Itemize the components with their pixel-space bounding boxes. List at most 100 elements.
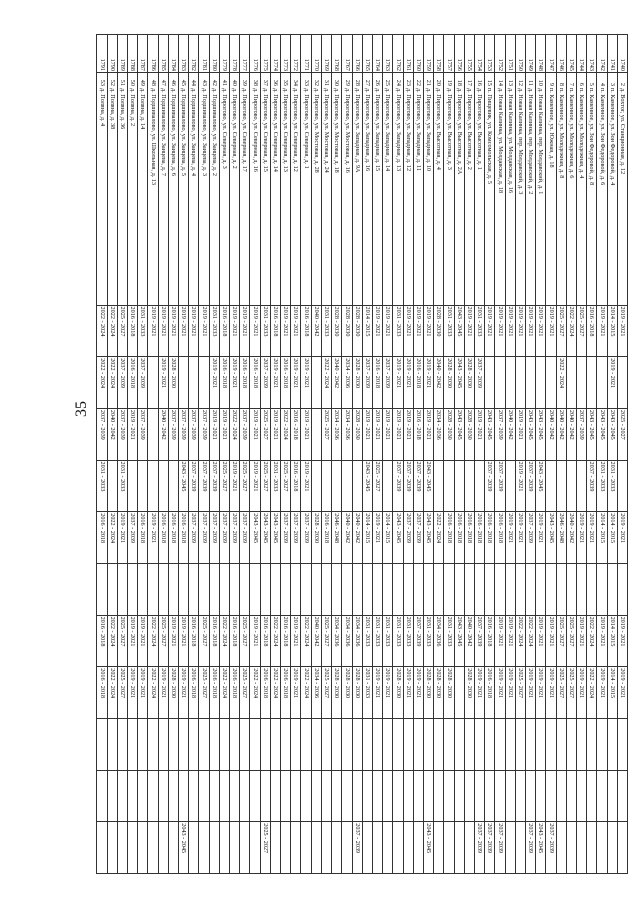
period-cell — [464, 460, 475, 512]
period-cell — [168, 770, 179, 822]
row-id-cell: 1781 — [198, 34, 210, 73]
period-cell: 2028 - 2030 — [423, 666, 434, 719]
address-cell: 17д. Пирогово, ул. Высотная, д. 2 — [464, 72, 475, 306]
period-cell — [423, 718, 434, 771]
row-index: 42 — [210, 79, 218, 86]
address-cell: 27д. Пирогово, ул. Западная, д. 16 — [362, 72, 373, 306]
row-index: 33 — [302, 79, 310, 86]
period-cell — [596, 718, 608, 771]
period-cell: 2028 - 2030 — [433, 305, 444, 357]
row-id-cell: 1742 — [596, 34, 608, 73]
address-cell: 26д. Пирогово, ул. Западная, д. 15 — [372, 72, 383, 306]
row-index: 32 — [312, 79, 320, 86]
address-cell: 6п. Каменное, ул. Молодежная, д. 4 — [576, 72, 587, 306]
period-cell — [413, 718, 424, 771]
address-cell: 33д. Пирогово, ул. Северная, д. 1 — [301, 72, 312, 306]
row-index: 23 — [404, 79, 412, 86]
period-cell: 2028 - 2030 — [331, 666, 342, 719]
period-cell: 2025 - 2027 — [321, 615, 332, 667]
row-id-cell: 1791 — [96, 34, 108, 73]
period-cell: 2037 - 2039 — [484, 821, 495, 874]
period-cell: 2043 - 2045 — [260, 511, 271, 564]
address-text: д. Пирогово, ул. Северная, д. 3 — [221, 87, 229, 169]
period-cell: 2014 - 2015 — [362, 305, 373, 357]
period-cell: 2025 - 2027 — [556, 615, 567, 667]
period-cell — [454, 718, 465, 771]
address-text: п. Каменное, ул. Зои Федоровой, д. 6 — [598, 87, 606, 186]
period-cell: 2019 - 2021 — [576, 666, 587, 719]
period-cell — [209, 718, 220, 771]
period-cell — [239, 563, 250, 616]
address-text: п. Пищевик, ул. Комсомольская, д. 5 — [486, 87, 494, 184]
period-cell — [454, 666, 465, 719]
row-index: 45 — [180, 79, 188, 86]
period-cell — [147, 718, 159, 771]
period-cell: 2043 - 2045 — [423, 460, 434, 512]
period-cell — [443, 821, 455, 874]
address-text: д. Пирогово, ул. Западная, д. 15 — [374, 87, 382, 172]
period-cell — [147, 356, 159, 409]
period-cell: 2019 - 2021 — [535, 511, 546, 564]
period-cell — [413, 821, 424, 874]
period-cell: 2019 - 2021 — [545, 666, 557, 719]
period-cell: 2019 - 2021 — [474, 408, 485, 461]
row-id-cell: 1784 — [168, 34, 179, 73]
row-id-cell: 1787 — [137, 34, 148, 73]
period-cell — [107, 563, 118, 616]
period-cell — [403, 718, 414, 771]
period-cell: 2019 - 2021 — [117, 511, 128, 564]
row-id-cell: 1755 — [464, 34, 475, 73]
period-cell: 2019 - 2021 — [158, 305, 169, 357]
period-cell: 2016 - 2018 — [260, 615, 271, 667]
period-cell: 2031 - 2033 — [392, 615, 404, 667]
period-cell: 2019 - 2021 — [168, 615, 179, 667]
row-id-cell: 1744 — [576, 34, 587, 73]
period-cell: 2022 - 2024 — [107, 305, 118, 357]
address-text: д. Пирогово, ул. Высотная, д. 2А — [455, 87, 463, 175]
period-cell: 2019 - 2021 — [515, 408, 526, 461]
address-cell: 36д. Пирогово, ул. Северная, д. 14 — [270, 72, 281, 306]
period-cell: 2022 - 2024 — [147, 666, 159, 719]
address-text: п. Каменное, ул. Зои Федоровой, д. 4 — [608, 87, 616, 186]
row-id-cell: 1754 — [474, 34, 485, 73]
period-cell — [515, 563, 526, 616]
row-id-cell: 1778 — [229, 34, 240, 73]
period-cell: 2016 - 2018 — [464, 511, 475, 564]
period-cell — [107, 460, 118, 512]
row-id-cell: 1776 — [249, 34, 261, 73]
period-cell — [219, 770, 230, 822]
period-cell: 2016 - 2018 — [127, 356, 138, 409]
row-index: 14 — [496, 79, 504, 86]
period-cell: 2034 - 2036 — [311, 666, 322, 719]
period-cell — [494, 563, 506, 616]
period-cell — [290, 563, 301, 616]
period-cell: 2016 - 2018 — [229, 666, 240, 719]
page-number: 35 — [73, 401, 90, 417]
address-cell: 49д. Поляна, д. 14 — [137, 72, 148, 306]
period-cell: 2043 - 2045 — [535, 408, 546, 461]
period-cell — [423, 770, 434, 822]
address-text: д. Пирогово, ул. Северная, д. 2 — [231, 87, 239, 169]
period-cell — [168, 460, 179, 512]
period-cell: 2028 - 2030 — [433, 666, 444, 719]
period-cell: 2019 - 2021 — [535, 666, 546, 719]
period-cell: 2040 - 2042 — [505, 408, 516, 461]
period-cell — [382, 770, 393, 822]
row-index: 2 — [619, 82, 626, 86]
period-cell: 2016 - 2018 — [137, 511, 148, 564]
period-cell: 2025 - 2027 — [321, 666, 332, 719]
address-cell: 28д. Пирогово, ул. Западная, д. 9А — [352, 72, 363, 306]
period-cell: 2025 - 2027 — [566, 615, 577, 667]
period-cell: 2025 - 2027 — [239, 615, 250, 667]
address-cell: 30д. Пирогово, ул. Мостовая, д. 18 — [331, 72, 342, 306]
period-cell — [352, 563, 363, 616]
period-cell — [566, 563, 577, 616]
period-cell — [198, 770, 210, 822]
period-cell — [596, 770, 608, 822]
period-cell: 2016 - 2018 — [586, 305, 597, 357]
